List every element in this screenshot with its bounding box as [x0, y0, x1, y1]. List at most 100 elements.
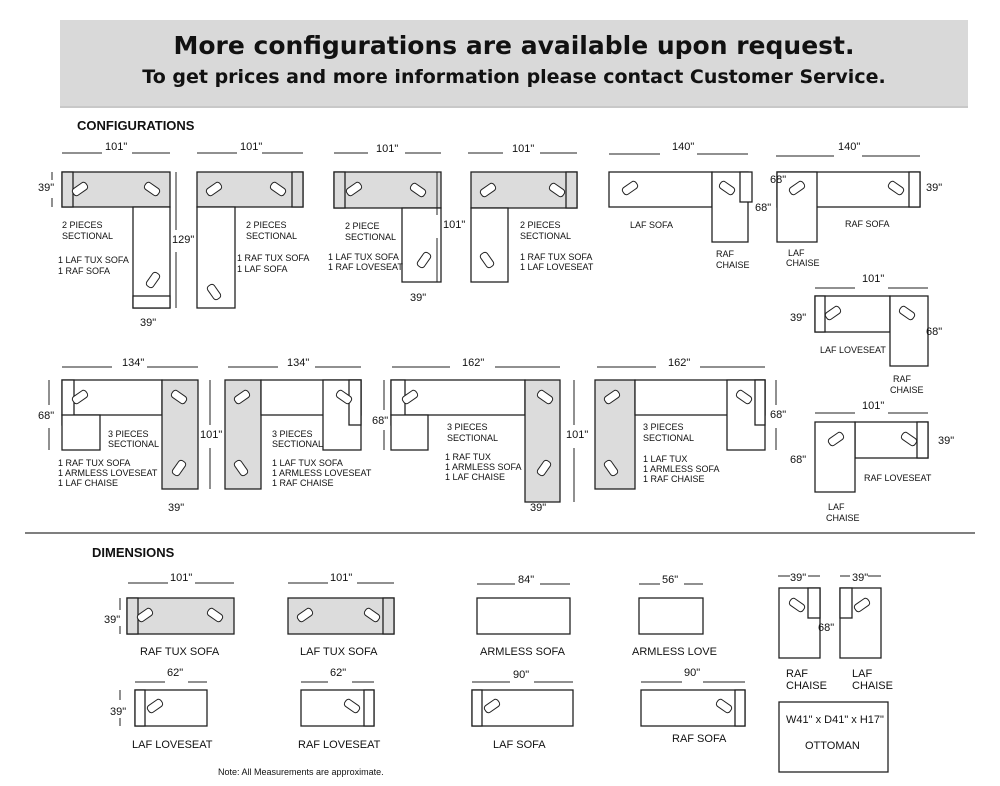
sofa-section: [134, 689, 208, 727]
dimension-label: 101": [200, 429, 223, 441]
piece-label: 1 LAF CHAISE: [445, 472, 506, 482]
dimension-label: 162": [668, 357, 691, 369]
piece-label: 1 RAF LOVESEAT: [328, 262, 403, 272]
piece-label: CHAISE: [852, 680, 893, 692]
dimension-label: 62": [330, 667, 347, 679]
pillow-icon: [718, 180, 736, 196]
dimension-label: 84": [518, 574, 535, 586]
piece-label: CHAISE: [890, 385, 924, 395]
sofa-section: [348, 379, 362, 426]
sofa-section: [470, 207, 509, 283]
pillow-icon: [71, 181, 89, 197]
pillow-icon: [603, 389, 621, 405]
piece-label: SECTIONAL: [447, 433, 499, 443]
dimension-label: 62": [167, 667, 184, 679]
piece-label: RAF SOFA: [845, 219, 890, 229]
dimension-label: 56": [662, 574, 679, 586]
sofa-section: [734, 689, 746, 727]
dimension-label: 101": [240, 141, 263, 153]
sofa-section: [333, 171, 346, 209]
pillow-icon: [146, 698, 164, 714]
piece-label: 1 RAF CHAISE: [643, 474, 705, 484]
piece-label: LAF: [852, 668, 873, 680]
pillow-icon: [343, 698, 361, 714]
pillow-icon: [206, 283, 222, 301]
pillow-icon: [143, 181, 161, 197]
piece-label: RAF LOVESEAT: [298, 739, 381, 751]
dimension-label: 39": [938, 435, 955, 447]
dimension-label: 68": [926, 326, 943, 338]
dimension-label: 68": [755, 202, 772, 214]
piece-label: 1 RAF CHAISE: [272, 478, 334, 488]
piece-label: 1 LAF TUX: [643, 454, 688, 464]
piece-label: LAF LOVESEAT: [132, 739, 213, 751]
banner-subline: To get prices and more information pleas…: [142, 66, 886, 88]
sofa-section: [291, 171, 304, 208]
pillow-icon: [171, 459, 187, 477]
dimension-label: 101": [862, 400, 885, 412]
piece-label: RAF TUX SOFA: [140, 646, 220, 658]
piece-label: SECTIONAL: [246, 231, 298, 241]
dimension-label: 39": [790, 572, 807, 584]
piece-label: 2 PIECE: [345, 221, 380, 231]
sofa-section: [401, 207, 442, 283]
pillow-icon: [233, 459, 249, 477]
sofa-section: [382, 597, 395, 635]
dimension-label: W41" x D41" x H17": [786, 714, 884, 726]
piece-label: 1 ARMLESS SOFA: [643, 464, 720, 474]
dimension-label: 68": [372, 415, 389, 427]
sofa-section: [363, 689, 375, 727]
piece-label: CHAISE: [716, 260, 750, 270]
sofa-section: [908, 171, 921, 208]
sofa-section: [778, 701, 889, 773]
piece-label: 1 LAF CHAISE: [58, 478, 119, 488]
sofa-section: [300, 689, 375, 727]
piece-label: 1 RAF TUX SOFA: [520, 252, 593, 262]
dimension-label: 68": [818, 622, 835, 634]
piece-label: SECTIONAL: [108, 439, 160, 449]
piece-label: CHAISE: [786, 680, 827, 692]
dimension-label: 140": [838, 141, 861, 153]
sofa-section: [889, 295, 929, 367]
piece-label: LAF SOFA: [493, 739, 546, 751]
pillow-icon: [335, 389, 353, 405]
piece-label: LAF: [788, 248, 805, 258]
piece-label: 1 ARMLESS SOFA: [445, 462, 522, 472]
piece-label: 1 ARMLESS LOVESEAT: [272, 468, 372, 478]
piece-label: 1 LAF TUX SOFA: [328, 252, 399, 262]
sofa-section: [739, 171, 753, 203]
piece-label: 1 RAF TUX SOFA: [237, 253, 310, 263]
sofa-section: [134, 689, 146, 727]
pillow-icon: [145, 271, 161, 289]
dimension-label: 39": [168, 502, 185, 514]
dimension-label: 101": [862, 273, 885, 285]
dimension-label: 134": [287, 357, 310, 369]
piece-label: RAF: [716, 249, 734, 259]
measurement-note: Note: All Measurements are approximate.: [218, 767, 384, 777]
dimension-label: 101": [512, 143, 535, 155]
dimension-label: 101": [105, 141, 128, 153]
pillow-icon: [71, 389, 89, 405]
sofa-section: [61, 171, 74, 208]
sofa-section: [61, 414, 101, 451]
dimension-label: 140": [672, 141, 695, 153]
pillow-icon: [735, 389, 753, 405]
pillow-icon: [788, 180, 806, 196]
dimension-label: 39": [140, 317, 157, 329]
piece-label: 2 PIECES: [246, 220, 287, 230]
piece-label: SECTIONAL: [62, 231, 114, 241]
dimension-label: 101": [376, 143, 399, 155]
piece-label: CHAISE: [786, 258, 820, 268]
pillow-icon: [483, 698, 501, 714]
piece-label: 1 LAF LOVESEAT: [520, 262, 594, 272]
dimension-label: 101": [170, 572, 193, 584]
sofa-section: [814, 421, 856, 493]
pillow-icon: [536, 459, 552, 477]
pillow-icon: [416, 251, 432, 269]
dimension-label: 68": [770, 174, 787, 186]
dimension-label: 39": [790, 312, 807, 324]
piece-label: SECTIONAL: [272, 439, 324, 449]
sofa-section: [807, 587, 821, 619]
piece-label: ARMLESS LOVE: [632, 646, 717, 658]
